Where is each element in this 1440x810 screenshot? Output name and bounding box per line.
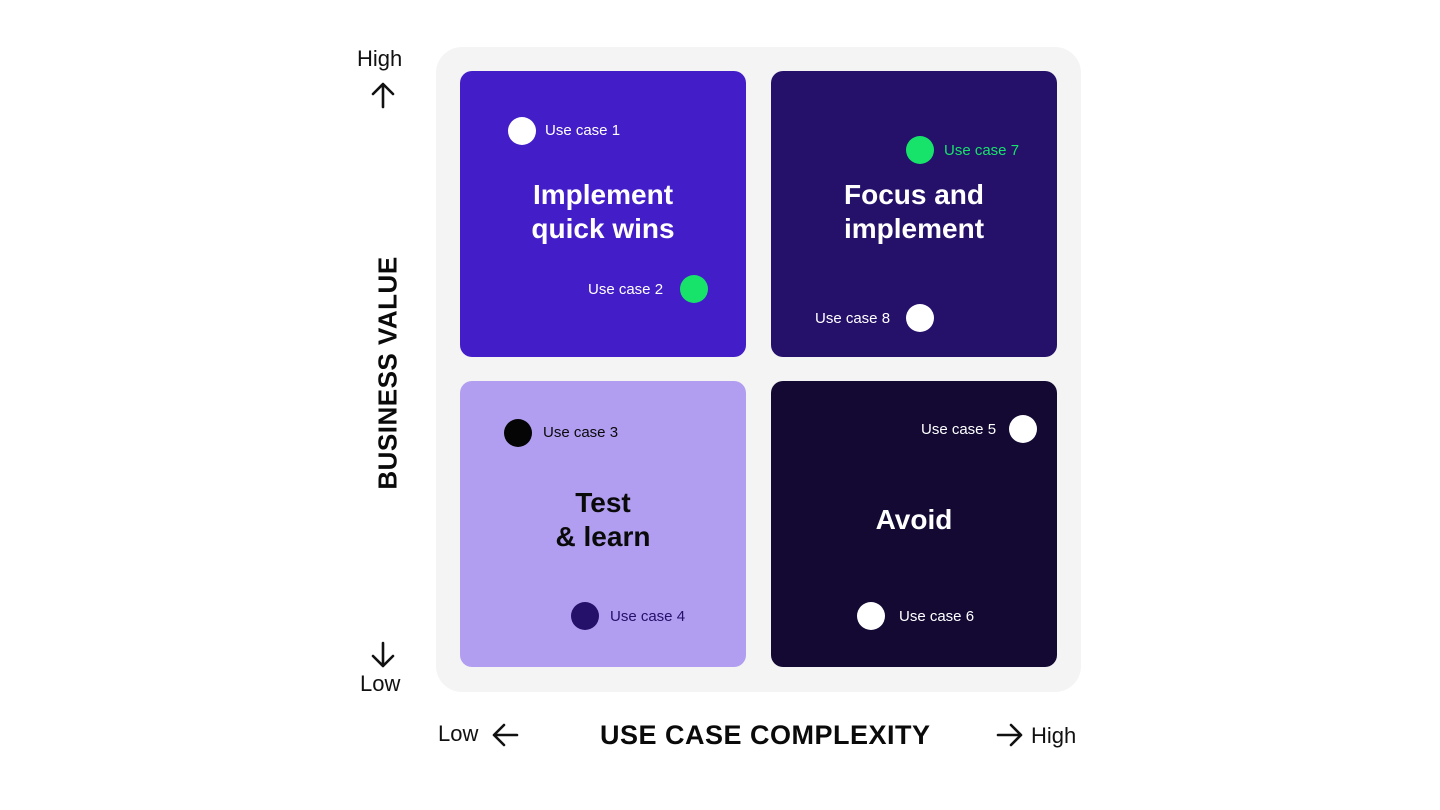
use-case-4-label: Use case 4: [610, 608, 686, 625]
use-case-2-label: Use case 2: [588, 281, 664, 298]
use-case-1-label: Use case 1: [545, 122, 621, 139]
quadrant-title: Avoid: [875, 504, 953, 535]
y-axis-title: BUSINESS VALUE: [372, 256, 403, 490]
use-case-1-dot[interactable]: [508, 117, 536, 145]
quadrant-title: Implement quick wins: [531, 179, 675, 244]
arrow-up-icon: [371, 82, 395, 109]
use-case-7-dot[interactable]: [906, 136, 934, 164]
arrow-down-icon: [371, 641, 395, 668]
use-case-5-label: Use case 5: [921, 421, 997, 438]
quadrant-implement-quick-wins: Implement quick wins: [460, 71, 746, 357]
quadrant-title: Focus and implement: [843, 179, 985, 244]
use-case-3-dot[interactable]: [504, 419, 532, 447]
quadrant-avoid: Avoid: [771, 381, 1057, 667]
use-case-2-dot[interactable]: [680, 275, 708, 303]
use-case-6-label: Use case 6: [899, 608, 975, 625]
use-case-6-dot[interactable]: [857, 602, 885, 630]
y-axis-low-label: Low: [360, 671, 401, 696]
x-axis-title: USE CASE COMPLEXITY: [600, 720, 931, 750]
use-case-8-label: Use case 8: [815, 310, 891, 327]
use-case-8-dot[interactable]: [906, 304, 934, 332]
quadrant-test-and-learn: Test & learn: [460, 381, 746, 667]
arrow-left-icon: [492, 723, 519, 747]
y-axis-high-label: High: [357, 46, 403, 71]
use-case-5-dot[interactable]: [1009, 415, 1037, 443]
x-axis-low-label: Low: [438, 721, 479, 746]
use-case-3-label: Use case 3: [543, 424, 619, 441]
use-case-7-label: Use case 7: [944, 142, 1020, 159]
arrow-right-icon: [996, 723, 1023, 747]
quadrant-focus-and-implement: Focus and implement: [771, 71, 1057, 357]
use-case-4-dot[interactable]: [571, 602, 599, 630]
x-axis-high-label: High: [1031, 723, 1077, 748]
quadrant-title: Test & learn: [555, 487, 651, 552]
